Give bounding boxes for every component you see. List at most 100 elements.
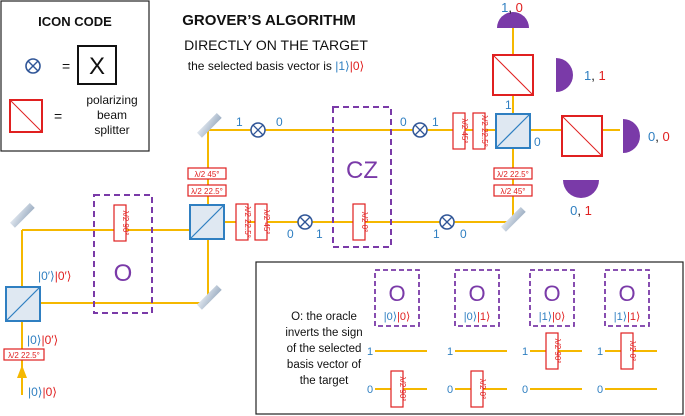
oracle-line-zero: 0: [597, 384, 603, 396]
svg-text:λ/2 45°: λ/2 45°: [460, 119, 469, 144]
svg-text:λ/2 22.5°: λ/2 22.5°: [191, 187, 223, 196]
waveplate-mid-1: λ/2 22.5°: [235, 203, 252, 241]
oracle-case: O |1⟩|0⟩ 1 0 λ/2 90°: [522, 269, 582, 396]
waveplate-top-2: λ/2 22.5°: [472, 112, 489, 150]
oracle-bottom-waveplate: λ/2 90°: [390, 370, 407, 408]
cz-label: CZ: [346, 157, 378, 184]
oracle-box: [93, 194, 153, 314]
svg-text:1: 1: [432, 115, 439, 129]
detector-top-icon: [497, 12, 529, 28]
svg-text:1: 1: [433, 227, 440, 241]
pbs-middle: [189, 204, 225, 240]
oracle-case-label: O: [468, 281, 485, 306]
selected-vector-text: the selected basis vector is |1⟩|0⟩: [188, 59, 364, 73]
oracle-line-zero: 0: [447, 384, 453, 396]
svg-text:λ/2 0°: λ/2 0°: [628, 341, 637, 362]
waveplate-h-2: λ/2 22.5°: [187, 184, 227, 197]
svg-text:λ/2 22.5°: λ/2 22.5°: [8, 351, 40, 360]
oracle-case: O |0⟩|1⟩ 1 0 λ/2 0°: [447, 269, 507, 408]
x-gate-top-left-icon: [250, 122, 266, 138]
svg-text:λ/2 0°: λ/2 0°: [478, 379, 487, 400]
waveplate-h-3: λ/2 22.5°: [493, 167, 533, 180]
svg-text:λ/2 0°: λ/2 0°: [360, 212, 369, 233]
after-pbs-state-label: |0⟩|0′⟩: [27, 333, 58, 347]
svg-text:0: 0: [400, 115, 407, 129]
svg-text:0: 0: [460, 227, 467, 241]
oracle-line-zero: 0: [522, 384, 528, 396]
svg-text:1: 1: [316, 227, 323, 241]
x-gate-mid-right-icon: [439, 214, 455, 230]
page-title: GROVER’S ALGORITHM: [182, 12, 356, 29]
pbs-legend-icon: [9, 99, 43, 133]
svg-text:λ/2 45°: λ/2 45°: [195, 170, 220, 179]
waveplate-mid-2: λ/2 45°: [254, 203, 271, 241]
oracle-case: O |0⟩|0⟩ 1 0 λ/2 90°: [367, 269, 427, 408]
pbs-red-right: [561, 115, 603, 157]
detector-bottom-icon: [563, 180, 599, 198]
legend-equals-1: =: [62, 58, 70, 74]
oracle-line-one: 1: [367, 346, 373, 358]
x-gate-mid-left-icon: [297, 214, 313, 230]
oracle-case-label: O: [543, 281, 560, 306]
svg-text:0: 0: [276, 115, 283, 129]
waveplate-h-1: λ/2 45°: [187, 167, 227, 180]
svg-text:λ/2 45°: λ/2 45°: [501, 187, 526, 196]
svg-text:λ/2 22.5°: λ/2 22.5°: [497, 170, 529, 179]
up-state-label: |0′⟩|0′⟩: [38, 269, 71, 283]
oracle-bottom-waveplate: λ/2 0°: [470, 370, 487, 408]
waveplate-top-1: λ/2 45°: [452, 112, 469, 150]
oracle-case-state: |1⟩|1⟩: [614, 311, 641, 323]
oracle-line-one: 1: [447, 346, 453, 358]
detector-top-label: 1, 0: [501, 0, 523, 15]
detector-right1-icon: [556, 58, 573, 92]
legend-equals-2: =: [54, 108, 62, 124]
oracle-case-state: |0⟩|1⟩: [464, 311, 491, 323]
oracle-case-state: |0⟩|0⟩: [384, 311, 411, 323]
input-state-label: |0⟩|0⟩: [28, 385, 57, 399]
pbs-right: [495, 113, 531, 149]
legend-title: ICON CODE: [38, 14, 112, 29]
oracle-top-waveplate: λ/2 0°: [620, 332, 637, 370]
oracle-line-one: 1: [522, 346, 528, 358]
oracle-case-label: O: [388, 281, 405, 306]
svg-text:λ/2 22.5°: λ/2 22.5°: [480, 115, 489, 147]
detector-right1-label: 1, 1: [584, 68, 606, 83]
subtitle: DIRECTLY ON THE TARGET: [184, 37, 368, 53]
mirrors: [9, 112, 526, 310]
waveplate-input: λ/2 22.5°: [3, 348, 45, 361]
pbs-red-top: [492, 54, 534, 96]
legend-x-symbol: X: [89, 53, 105, 80]
oracle-line-one: 1: [597, 346, 603, 358]
oracle-label: O: [114, 260, 133, 287]
path-labels: 1 0 0 1 0 1 1 0 1 0: [236, 98, 541, 241]
oracle-case: O |1⟩|1⟩ 1 0 λ/2 0°: [597, 269, 657, 396]
svg-text:1: 1: [505, 98, 512, 112]
detector-right2-icon: [623, 119, 640, 153]
oracle-top-waveplate: λ/2 90°: [545, 332, 562, 370]
svg-text:λ/2 90°: λ/2 90°: [398, 377, 407, 402]
waveplate-h-4: λ/2 45°: [493, 184, 533, 197]
oracle-case-state: |1⟩|0⟩: [539, 311, 566, 323]
detector-right2-label: 0, 0: [648, 129, 670, 144]
svg-text:0: 0: [287, 227, 294, 241]
input-arrow: [17, 365, 27, 378]
oracle-cases: O |0⟩|0⟩ 1 0 λ/2 90° O |0⟩|1⟩ 1 0 λ/2 0° O |1⟩|0⟩ 1 0…: [367, 269, 657, 408]
svg-text:λ/2 90°: λ/2 90°: [121, 211, 130, 236]
svg-text:1: 1: [236, 115, 243, 129]
x-gate-legend-icon: [25, 58, 41, 74]
waveplate-oracle: λ/2 90°: [113, 204, 130, 242]
waveplate-cz: λ/2 0°: [352, 203, 369, 241]
svg-text:λ/2 90°: λ/2 90°: [553, 339, 562, 364]
oracle-line-zero: 0: [367, 384, 373, 396]
svg-text:λ/2 22.5°: λ/2 22.5°: [243, 206, 252, 238]
x-gate-top-right-icon: [412, 122, 428, 138]
svg-text:λ/2 45°: λ/2 45°: [262, 210, 271, 235]
pbs-left: [5, 286, 41, 322]
oracle-case-label: O: [618, 281, 635, 306]
